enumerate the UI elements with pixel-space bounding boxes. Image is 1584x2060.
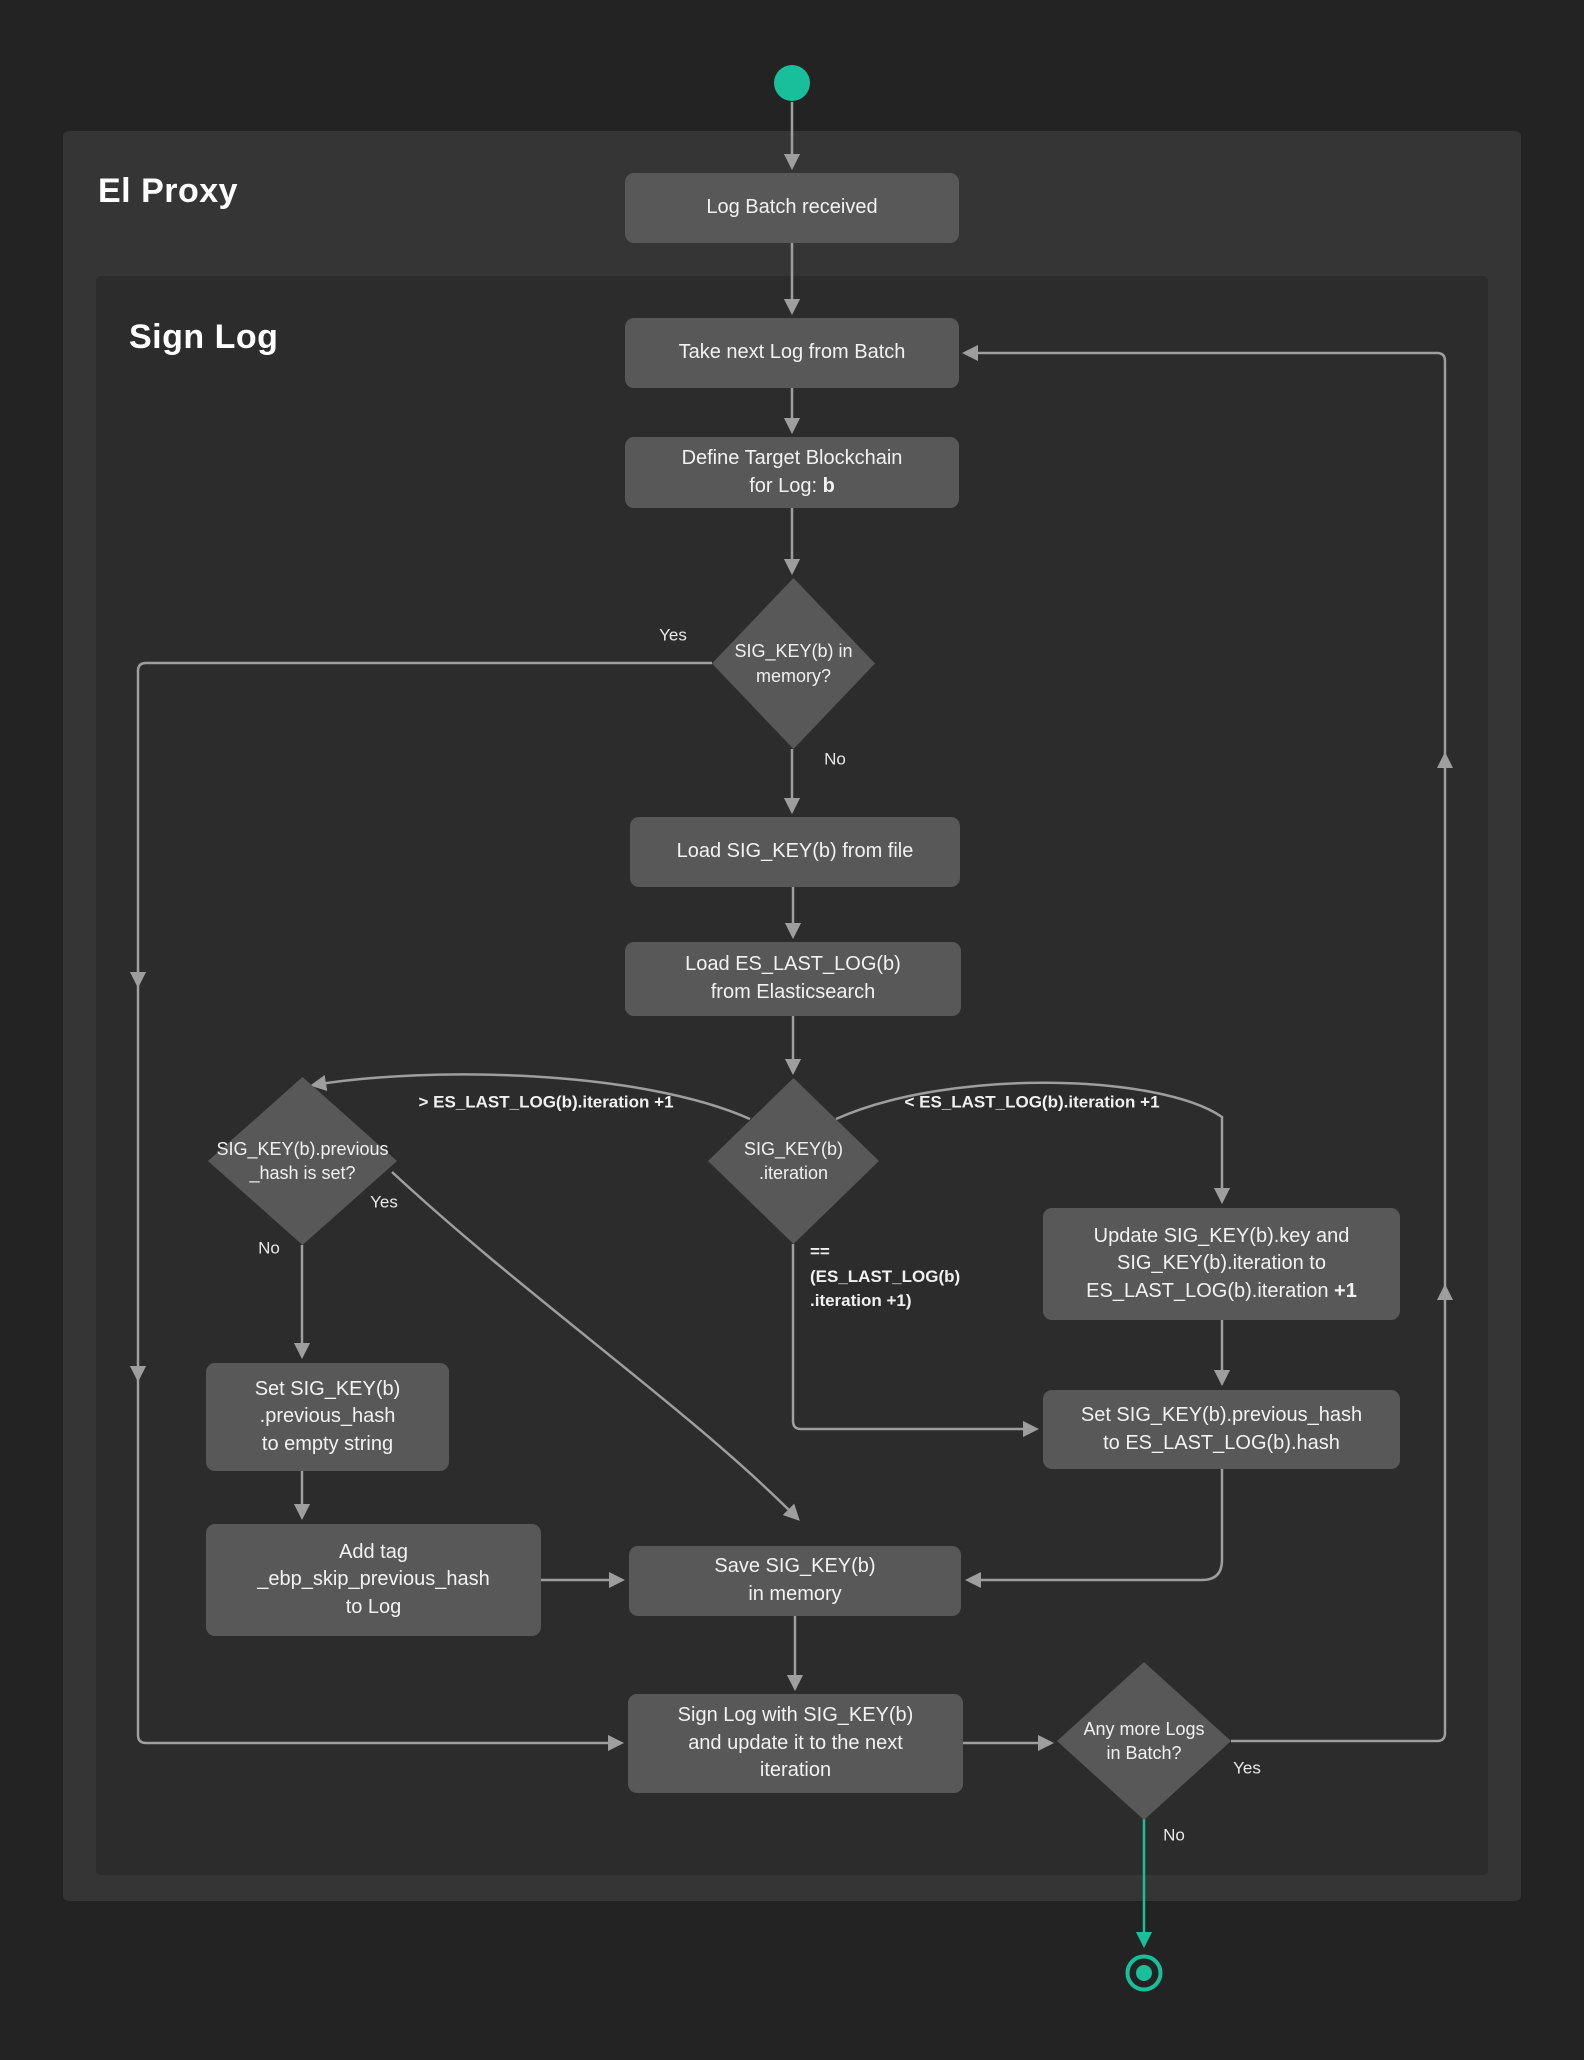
decision-sig-key-in-memory: SIG_KEY(b) in memory? (712, 578, 875, 749)
edge-more-yes-c (961, 344, 1447, 756)
node-set-previous-hash-empty: Set SIG_KEY(b) .previous_hash to empty s… (206, 1363, 449, 1471)
decision-label: SIG_KEY(b) in memory? (734, 641, 853, 686)
sign-log-title: Sign Log (129, 318, 279, 356)
edge-label-prevhash-no: No (258, 1238, 280, 1258)
edge-label-memory-yes: Yes (659, 625, 687, 645)
update-bold: +1 (1334, 1279, 1357, 1302)
node-set-previous-hash-es: Set SIG_KEY(b).previous_hash to ES_LAST_… (1043, 1390, 1400, 1469)
node-take-next-log: Take next Log from Batch (625, 318, 959, 388)
decision-label: Any more Logs in Batch? (1083, 1718, 1205, 1763)
node-log-batch-received: Log Batch received (625, 173, 959, 243)
decision-any-more-logs: Any more Logs in Batch? (1057, 1662, 1231, 1820)
decision-label: SIG_KEY(b) .iteration (743, 1138, 844, 1183)
edge-iteration-gt (309, 1073, 751, 1121)
node-update-label: Update SIG_KEY(b).key and SIG_KEY(b).ite… (1086, 1223, 1357, 1306)
node-load-sig-key-from-file: Load SIG_KEY(b) from file (630, 817, 960, 887)
el-proxy-title: El Proxy (98, 172, 239, 210)
edge-label-prevhash-yes: Yes (370, 1192, 398, 1212)
decision-sig-key-iteration: SIG_KEY(b) .iteration (708, 1078, 879, 1244)
define-line2-prefix: for Log: (749, 474, 823, 497)
edge-label-memory-no: No (824, 749, 846, 769)
edge-label-more-yes: Yes (1233, 1758, 1261, 1778)
decision-label: SIG_KEY(b).previous _hash is set? (216, 1138, 389, 1183)
decision-previous-hash-set: SIG_KEY(b).previous _hash is set? (208, 1077, 397, 1245)
diamond-shape (708, 1078, 879, 1244)
node-define-target-blockchain: Define Target Blockchain for Log: b (625, 437, 959, 508)
define-line1: Define Target Blockchain (681, 446, 903, 469)
edge-setprev-to-save (964, 1469, 1224, 1589)
edge-memory-yes-c (136, 1378, 625, 1752)
start-node (774, 65, 810, 101)
edge-label-equals: == (ES_LAST_LOG(b) .iteration +1) (810, 1242, 961, 1311)
diamond-shape (1057, 1662, 1231, 1820)
edge-label-greater-than: > ES_LAST_LOG(b).iteration +1 (418, 1092, 674, 1112)
node-add-skip-tag: Add tag _ebp_skip_previous_hash to Log (206, 1524, 541, 1636)
edge-iteration-eq (791, 1244, 1040, 1438)
node-sign-log: Sign Log with SIG_KEY(b) and update it t… (628, 1694, 963, 1793)
define-line2-bold: b (822, 474, 835, 497)
node-save-sig-key-memory: Save SIG_KEY(b) in memory (629, 1546, 961, 1616)
edge-prevhash-yes (391, 1171, 800, 1521)
edge-label-less-than: < ES_LAST_LOG(b).iteration +1 (904, 1092, 1160, 1112)
node-define-target-label: Define Target Blockchain for Log: b (682, 445, 903, 500)
diamond-shape (712, 578, 875, 749)
node-load-es-last-log: Load ES_LAST_LOG(b) from Elasticsearch (625, 942, 961, 1016)
edge-more-yes-a (1231, 1283, 1454, 1743)
edge-label-more-no: No (1163, 1825, 1185, 1845)
edge-memory-yes-a (129, 661, 712, 989)
end-node (1125, 1954, 1163, 1992)
node-update-sig-key: Update SIG_KEY(b).key and SIG_KEY(b).ite… (1043, 1208, 1400, 1320)
update-lines: Update SIG_KEY(b).key and SIG_KEY(b).ite… (1086, 1224, 1350, 1302)
diamond-shape (208, 1077, 397, 1245)
edge-iteration-lt (835, 1081, 1231, 1205)
